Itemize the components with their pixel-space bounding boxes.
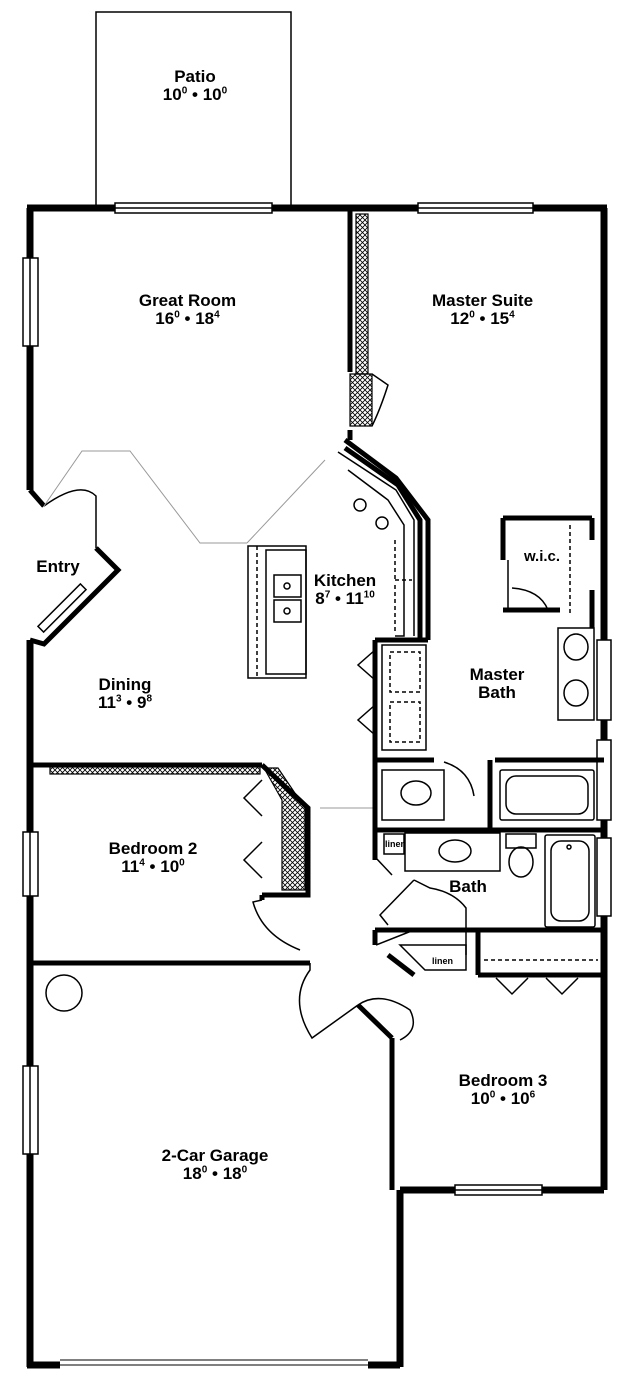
room-dims: 87 • 1110	[315, 588, 375, 608]
master-suite-door	[371, 373, 389, 427]
label-bedroom-3: Bedroom 3 100 • 106	[438, 1072, 568, 1108]
label-patio: Patio 100 • 100	[140, 68, 250, 104]
label-kitchen: Kitchen 87 • 1110	[305, 572, 385, 608]
room-name: Master Suite	[431, 291, 534, 310]
room-name: Master	[469, 665, 525, 684]
kitchen-appliances	[356, 644, 427, 751]
bath-fixtures	[379, 832, 596, 955]
room-name: Dining	[98, 675, 152, 694]
entry-door	[36, 489, 97, 634]
room-dims: 120 • 154	[450, 308, 515, 328]
ceiling-lines	[43, 450, 375, 809]
room-name: Kitchen	[313, 571, 377, 590]
label-dining: Dining 113 • 98	[80, 676, 170, 712]
label-master-bath: Master Bath	[452, 666, 542, 702]
room-name-line2: Bath	[478, 682, 516, 702]
label-great-room: Great Room 160 • 184	[115, 292, 260, 328]
label-master-suite: Master Suite 120 • 154	[410, 292, 555, 328]
interior-walls	[30, 211, 604, 1190]
room-dims: 114 • 100	[121, 856, 185, 876]
label-linen-1: linen	[385, 839, 407, 849]
label-bedroom-2: Bedroom 2 114 • 100	[88, 840, 218, 876]
room-name: Bedroom 2	[108, 839, 198, 858]
room-dims: 180 • 180	[182, 1163, 248, 1183]
label-garage: 2-Car Garage 180 • 180	[135, 1147, 295, 1183]
room-name: Patio	[174, 67, 216, 86]
kitchen-counter	[247, 451, 415, 679]
room-dims: 113 • 98	[98, 692, 152, 712]
room-name: Great Room	[138, 291, 237, 310]
hall-doors	[252, 857, 415, 1041]
room-name: Bath	[449, 877, 487, 896]
room-name: Bedroom 3	[458, 1071, 548, 1090]
water-heater	[45, 974, 83, 1012]
room-name: Entry	[36, 557, 80, 576]
room-dims: 100 • 100	[162, 84, 228, 104]
label-linen-2: linen	[432, 956, 454, 966]
wic-details	[507, 525, 571, 615]
room-name: w.i.c.	[523, 548, 561, 565]
windows	[22, 202, 612, 1366]
label-entry: Entry	[30, 558, 86, 576]
master-bath-fixtures	[381, 627, 595, 821]
entry-walls	[28, 488, 122, 647]
linen-closet	[398, 944, 598, 996]
patio	[95, 11, 292, 208]
bedroom2-closet	[242, 779, 263, 879]
room-dims: 160 • 184	[155, 308, 220, 328]
label-wic: w.i.c.	[514, 549, 570, 565]
label-bath: Bath	[440, 878, 496, 896]
room-name: 2-Car Garage	[161, 1146, 269, 1165]
room-dims: 100 • 106	[470, 1088, 536, 1108]
